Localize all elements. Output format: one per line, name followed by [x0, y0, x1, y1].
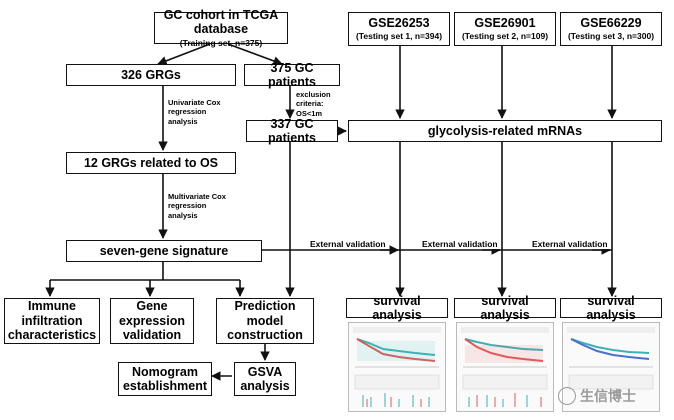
patients-375-box: 375 GC patients [244, 61, 340, 89]
arrow-cohort-to-grgs [157, 43, 211, 66]
prediction-line-2: model [246, 313, 284, 328]
gsva-box: GSVA analysis [234, 362, 296, 396]
survival-label-3: survival analysis [586, 293, 636, 322]
external-validation-label-2: External validation [420, 239, 500, 249]
univariate-line-2: regression [168, 107, 207, 117]
prediction-model-box: Prediction model construction [216, 298, 314, 344]
gse66229-title: GSE66229 [580, 15, 642, 30]
gene-line-3: validation [122, 328, 182, 343]
gse66229-subtitle: (Testing set 3, n=300) [567, 31, 655, 42]
immune-infiltration-box: Immune infiltration characteristics [4, 298, 100, 344]
tcga-cohort-box: GC cohort in TCGA database (Training set… [154, 8, 288, 47]
arrow-cohort-to-patients [227, 43, 283, 66]
prediction-line-1: Prediction [234, 299, 296, 314]
wechat-icon [558, 387, 576, 405]
patients-375-label: 375 GC patients [268, 60, 316, 89]
survival-analysis-box-3: survival analysis [560, 294, 662, 322]
survival-label-2: survival analysis [480, 293, 530, 322]
km-plot-graphic-1 [353, 327, 441, 407]
gse26901-box: GSE26901 (Testing set 2, n=109) [454, 12, 556, 46]
prediction-line-3: construction [227, 328, 303, 343]
seven-gene-signature-label: seven-gene signature [99, 243, 229, 258]
grgs-os-box: 12 GRGs related to OS [66, 152, 236, 174]
km-plot-graphic-2 [461, 327, 549, 407]
external-validation-label-3: External validation [530, 239, 610, 249]
gse26253-box: GSE26253 (Testing set 1, n=394) [348, 12, 450, 46]
watermark: 生信博士 [558, 386, 636, 406]
patients-337-label: 337 GC patients [268, 116, 316, 145]
exclusion-criteria-note: exclusion criteria: OS<1m [296, 90, 331, 119]
tcga-cohort-title: GC cohort in TCGA database [163, 7, 279, 37]
gsva-line-1: GSVA [247, 364, 283, 379]
multivariate-line-2: regression [168, 201, 207, 211]
gse26901-subtitle: (Testing set 2, n=109) [461, 31, 549, 42]
survival-analysis-box-1: survival analysis [346, 294, 448, 322]
survival-label-1: survival analysis [372, 293, 422, 322]
gene-expression-box: Gene expression validation [110, 298, 194, 344]
patients-337-box: 337 GC patients [246, 117, 338, 145]
km-plot-thumbnail-2 [456, 322, 554, 412]
survival-analysis-box-2: survival analysis [454, 294, 556, 322]
km-plot-thumbnail-3 [562, 322, 660, 412]
glycolysis-mrnas-box: glycolysis-related mRNAs [348, 120, 662, 142]
watermark-text: 生信博士 [580, 388, 636, 404]
immune-line-1: Immune [28, 299, 76, 314]
gsva-line-2: analysis [240, 379, 290, 393]
gene-line-1: Gene [136, 299, 168, 314]
grgs-326-label: 326 GRGs [121, 67, 181, 82]
grgs-os-label: 12 GRGs related to OS [83, 155, 219, 170]
exclusion-line-1: exclusion [296, 90, 331, 99]
gse66229-box: GSE66229 (Testing set 3, n=300) [560, 12, 662, 46]
km-plot-graphic-3 [567, 327, 655, 390]
multivariate-line-1: Multivariate Cox [168, 192, 226, 201]
gene-line-2: expression [118, 313, 185, 328]
immune-line-3: characteristics [7, 328, 97, 343]
exclusion-line-2: criteria: [296, 99, 324, 109]
km-plot-thumbnail-1 [348, 322, 446, 412]
nomogram-box: Nomogram establishment [118, 362, 212, 396]
immune-line-2: infiltration [21, 313, 83, 328]
glycolysis-mrnas-label: glycolysis-related mRNAs [427, 123, 583, 138]
tcga-cohort-subtitle: (Training set, n=375) [179, 37, 263, 48]
nomogram-line-2: establishment [122, 379, 208, 393]
gse26253-title: GSE26253 [368, 15, 430, 30]
multivariate-line-3: analysis [168, 210, 198, 220]
external-validation-label-1: External validation [308, 239, 388, 249]
multivariate-cox-note: Multivariate Cox regression analysis [168, 192, 226, 221]
gse26253-subtitle: (Testing set 1, n=394) [355, 31, 443, 42]
univariate-cox-note: Univariate Cox regression analysis [168, 98, 221, 127]
univariate-line-1: Univariate Cox [168, 98, 221, 107]
seven-gene-signature-box: seven-gene signature [66, 240, 262, 262]
univariate-line-3: analysis [168, 116, 198, 126]
nomogram-line-1: Nomogram [132, 364, 198, 379]
exclusion-line-3: OS<1m [296, 108, 323, 118]
gse26901-title: GSE26901 [474, 15, 536, 30]
grgs-326-box: 326 GRGs [66, 64, 236, 86]
